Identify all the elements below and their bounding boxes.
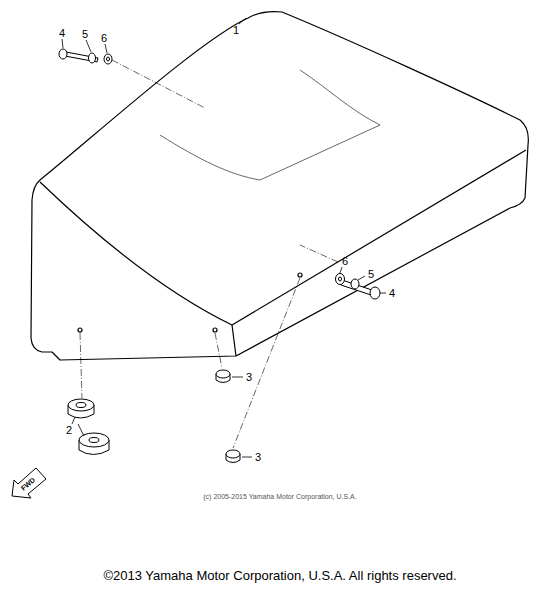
leader-line: [72, 417, 75, 424]
leader-line: [78, 424, 84, 436]
seat-edge: [40, 150, 526, 325]
washer: [351, 279, 359, 289]
center-line: [233, 278, 300, 448]
washer: [107, 57, 110, 61]
mount-hole: [213, 328, 217, 332]
washer: [104, 54, 112, 64]
bolt: [341, 280, 372, 295]
callout-number: 6: [101, 33, 107, 44]
washer: [336, 274, 345, 285]
callout-number: 5: [82, 29, 88, 40]
seat-outline: [31, 12, 528, 360]
leader-line: [62, 39, 63, 48]
callout-number: 4: [389, 288, 395, 299]
leader-line: [380, 293, 386, 294]
seat-edge: [232, 325, 236, 356]
grommet: [89, 438, 99, 443]
callout-number: 4: [59, 28, 65, 39]
leader-line: [340, 267, 342, 273]
bolt-head: [59, 49, 67, 59]
bolt-head: [370, 287, 380, 299]
center-line: [300, 245, 338, 262]
callout-number: 3: [246, 372, 252, 383]
callout-number: 3: [255, 452, 261, 463]
washer: [339, 277, 342, 281]
center-line: [215, 333, 222, 368]
seat-seam: [300, 70, 380, 125]
leader-line: [232, 377, 243, 378]
mount-hole: [78, 328, 82, 332]
grommet: [226, 450, 240, 458]
grommet: [216, 370, 230, 378]
mount-hole: [298, 273, 302, 277]
center-line: [112, 60, 205, 108]
callout-number: 1: [233, 25, 239, 36]
center-line: [80, 333, 82, 398]
seat-seam: [160, 135, 260, 180]
watermark: (c) 2005-2015 Yamaha Motor Corporation, …: [203, 493, 356, 500]
leader-line: [358, 276, 365, 280]
leader-line: [242, 457, 252, 458]
leader-line: [239, 18, 246, 24]
grommet: [68, 399, 94, 411]
seat-seam: [260, 125, 380, 180]
grommet: [76, 403, 86, 408]
callout-number: 6: [342, 256, 348, 267]
bolt: [65, 52, 98, 62]
leader-line: [105, 44, 107, 53]
copyright-caption: ©2013 Yamaha Motor Corporation, U.S.A. A…: [103, 569, 456, 582]
leader-line: [86, 40, 91, 52]
forward-arrow: [12, 468, 46, 498]
washer: [89, 53, 96, 63]
callout-number: 5: [368, 269, 374, 280]
callout-number: 2: [66, 425, 72, 436]
